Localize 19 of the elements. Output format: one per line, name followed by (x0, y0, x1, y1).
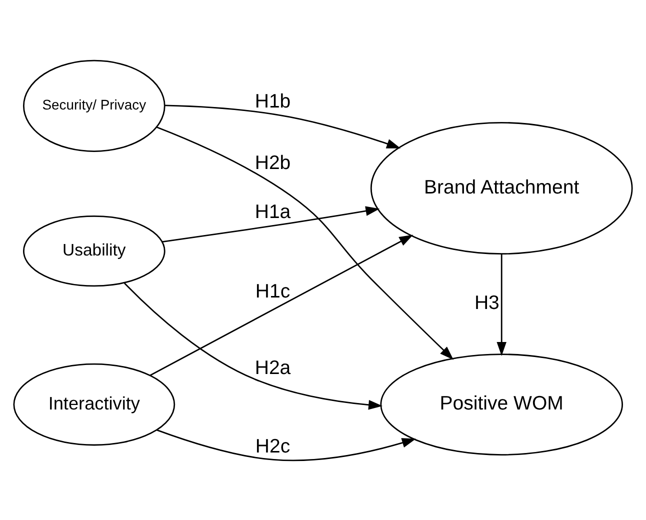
arrow (156, 126, 454, 360)
node-ellipse: Brand Attachment (370, 121, 633, 254)
arrow (496, 254, 506, 356)
edge-label: H3 (474, 292, 500, 314)
edge-label: H2c (255, 434, 290, 457)
arrow (150, 234, 414, 376)
arrow (156, 428, 416, 461)
arrow (124, 282, 382, 410)
node-ellipse: Usability (23, 214, 166, 286)
edge-label: H1c (255, 280, 290, 302)
node-ellipse: Positive WOM (380, 353, 623, 455)
edge-label: H1b (254, 90, 291, 112)
node-ellipse: Security/ Privacy (23, 59, 166, 152)
edge-label: H2b (254, 152, 291, 174)
edge-label: H1a (254, 200, 291, 222)
node-ellipse: Interactivity (13, 362, 176, 446)
arrow (165, 104, 401, 148)
edge-label: H2a (254, 356, 291, 379)
arrow (162, 206, 380, 242)
